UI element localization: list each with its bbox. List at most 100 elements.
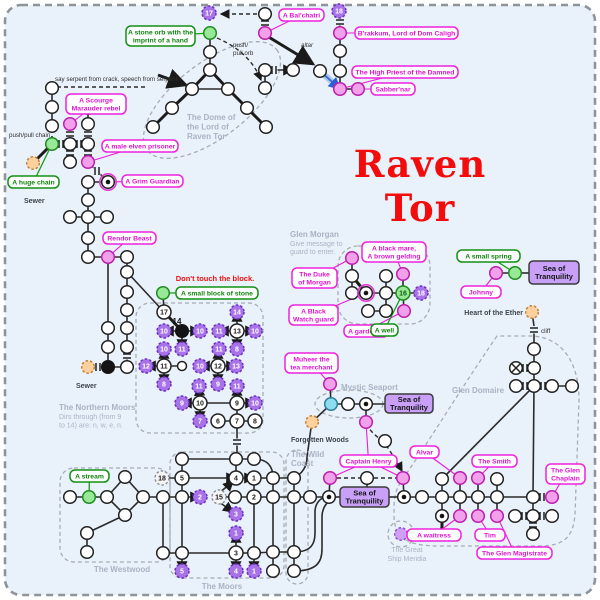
label-sea-of-tranquility-seaport-text: Tranquility (390, 403, 429, 412)
annotation-text: Ship Meridia (388, 556, 427, 563)
annotation-text: say serpent from crack, speech from serp… (55, 76, 178, 83)
room-node (239, 100, 255, 116)
room-node-18-number: 18 (158, 476, 166, 483)
label-high-priest-of-the-damned-text: The High Priest of the Damned (356, 69, 455, 76)
room-node-dot (326, 494, 332, 500)
label-black-mare-brown-gelding-text: A brown gelding (368, 253, 421, 260)
room-node (246, 451, 262, 467)
room-node (174, 323, 190, 339)
room-node (155, 489, 171, 505)
room-node (525, 526, 541, 542)
room-node (265, 470, 281, 486)
label-black-watch-guard (288, 304, 339, 326)
room-node-dot (439, 513, 445, 519)
label-high-priest-of-the-damned (351, 65, 459, 79)
door-marker (270, 65, 278, 75)
room-node (100, 359, 116, 375)
room-node-18 (154, 470, 170, 486)
door-marker (521, 363, 529, 373)
annotation-text: The Dome of (187, 113, 236, 122)
room-node-2 (192, 489, 208, 505)
label-grim-guardian-text: A Grim Guardian (125, 178, 179, 185)
room-node-18 (413, 285, 429, 301)
label-glen-magistrate-text: The Glen Magistrate (482, 550, 547, 557)
label-sea-of-tranquility-coast (339, 486, 390, 508)
room-node-7 (229, 413, 245, 429)
room-node (470, 470, 486, 486)
room-node (257, 25, 273, 41)
room-node (80, 209, 96, 225)
dome-region (142, 41, 282, 159)
annotation-text: guard to enter. (290, 249, 335, 256)
label-duke-of-morgan-text: of Morgan (298, 279, 331, 286)
room-node (202, 44, 218, 60)
annotation-text: push/pull chain (9, 132, 51, 139)
room-node-4-number: 4 (234, 569, 238, 576)
label-glen-chaplain-text: The Glen (551, 467, 580, 474)
annotation-text: The Northern Moors (59, 403, 136, 412)
room-node (100, 249, 116, 265)
room-node (265, 563, 281, 579)
room-node (155, 545, 171, 561)
label-scourge-marauder-rebel (65, 93, 127, 115)
room-node (265, 489, 281, 505)
label-stone-orb-text: imprint of a hand (133, 37, 188, 44)
room-node-9-number: 9 (235, 401, 239, 408)
room-node (526, 341, 542, 357)
room-node (360, 303, 376, 319)
label-sabbernar (370, 82, 416, 96)
room-node (525, 508, 541, 524)
room-node-11-number: 11 (178, 347, 186, 354)
wild-coast-region (285, 449, 309, 585)
room-node (220, 81, 236, 97)
room-node-7-number: 7 (235, 419, 239, 426)
label-the-smith-text: The Smith (478, 458, 511, 465)
annotation-text: Give message to (290, 241, 343, 248)
door-marker (83, 149, 93, 157)
room-node-dot (363, 401, 369, 407)
map-path (216, 37, 263, 82)
label-stone-orb (125, 25, 196, 47)
door-marker (94, 362, 102, 372)
label-male-elven-prisoner (101, 139, 179, 153)
label-well (370, 323, 399, 337)
room-node (145, 119, 161, 135)
room-node (508, 378, 524, 394)
room-node (344, 285, 360, 301)
door-marker (122, 352, 132, 360)
room-node-10 (156, 341, 172, 357)
label-the-smith (471, 454, 518, 468)
room-node (344, 268, 360, 284)
label-tim-text: Tim (484, 532, 496, 539)
room-node (79, 525, 95, 541)
room-node (452, 508, 468, 524)
label-rendor-beast-text: Rendor Beast (107, 235, 152, 242)
room-node (228, 451, 244, 467)
room-node (62, 136, 78, 152)
room-node (378, 285, 394, 301)
room-node-18-number: 18 (417, 291, 425, 298)
annotation-text: Glen Morgan (290, 230, 339, 239)
room-node (135, 489, 151, 505)
room-node (44, 136, 60, 152)
room-node-13 (229, 323, 245, 339)
label-scourge-marauder-rebel-text: Marauder rebel (72, 105, 121, 112)
room-node-8-number: 8 (235, 347, 239, 354)
room-node-10-number: 10 (160, 329, 168, 336)
room-node (164, 100, 180, 116)
map-edge (266, 34, 316, 66)
room-node-10-number: 10 (251, 401, 259, 408)
room-node-13 (228, 358, 244, 374)
room-node (350, 81, 366, 97)
annotation-text: pull orb (233, 50, 254, 57)
door-marker (83, 130, 93, 138)
room-node-11 (211, 323, 227, 339)
annotation-text: The Westwood (94, 565, 150, 574)
room-node (99, 209, 115, 225)
room-node-14-number: 14 (233, 310, 241, 317)
label-captain-henry-text: Captain Henry (345, 458, 391, 465)
label-brakkum-lord-of-dom-caligh-text: B'rakkum, Lord of Dom Caligh (358, 30, 456, 37)
room-node-17 (156, 304, 172, 320)
room-node-8-number: 8 (253, 419, 257, 426)
